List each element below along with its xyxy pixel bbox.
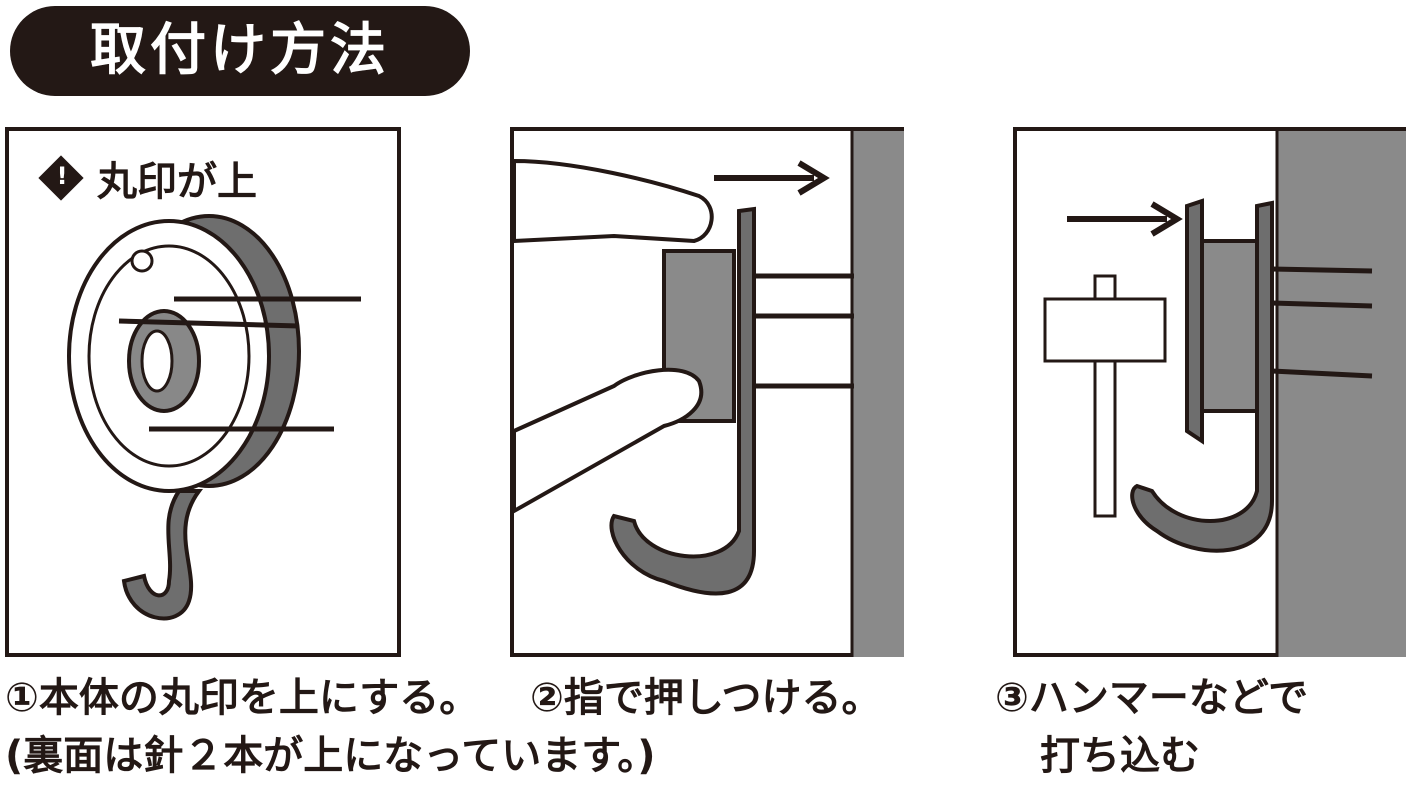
step1-note: (裏面は針２本が上になっています。) (5, 733, 656, 779)
finger-press-illustration (514, 131, 904, 657)
step3-panel (1013, 127, 1406, 657)
step2-caption: ②指で押しつける。 (530, 675, 882, 721)
step1-panel: ! 丸印が上 (5, 127, 401, 657)
page-title: 取付け方法 (10, 6, 470, 96)
warning: ! 丸印が上 (38, 149, 257, 207)
hammer-illustration (1043, 131, 1406, 657)
step1-caption: ①本体の丸印を上にする。 (5, 675, 480, 721)
step2-panel (510, 127, 904, 657)
warning-label: 丸印が上 (97, 159, 257, 205)
step3-caption-line1: ③ハンマーなどで (995, 675, 1309, 721)
step3-caption-line2: 打ち込む (1040, 733, 1200, 779)
hook-front-illustration (67, 214, 361, 621)
hammer-head (1043, 297, 1167, 363)
